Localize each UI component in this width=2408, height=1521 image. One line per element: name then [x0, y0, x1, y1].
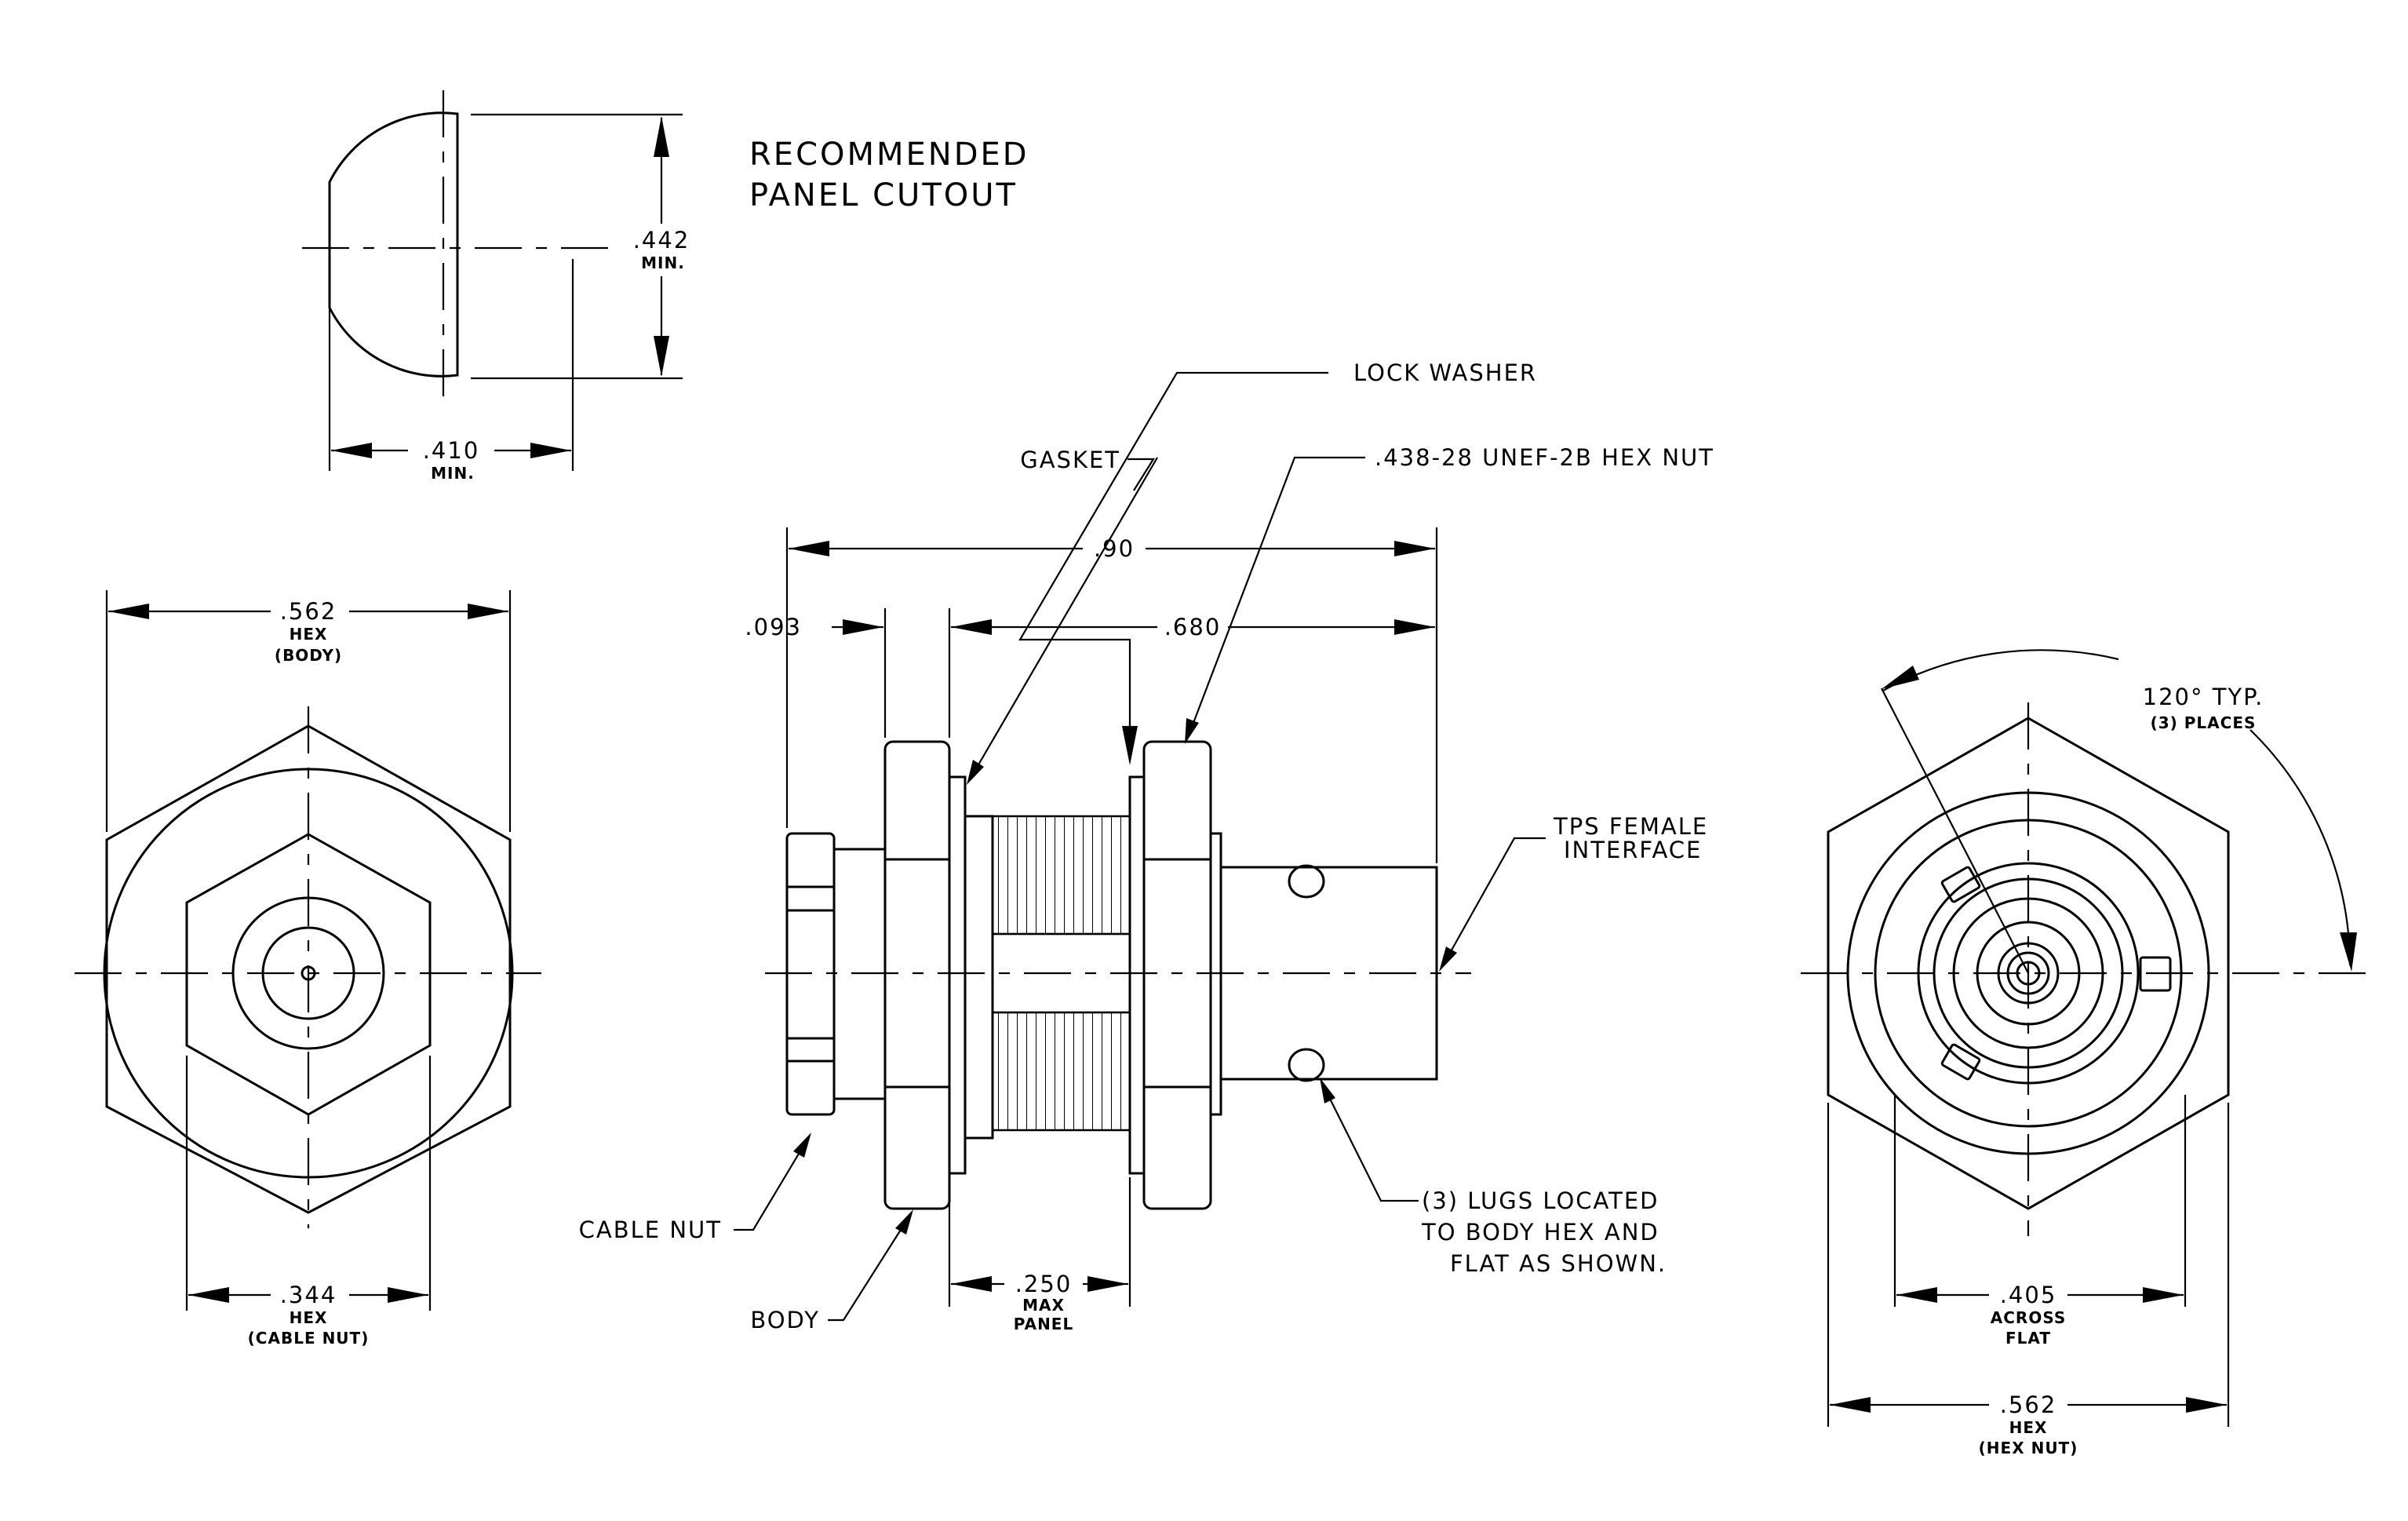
- cutout-height-note: MIN.: [641, 254, 685, 272]
- right-end-view: [1801, 649, 2373, 1427]
- body-hex-value: .562: [280, 598, 337, 625]
- cutout-width-value: .410: [423, 437, 480, 464]
- across-flat-note1: ACROSS: [1991, 1308, 2066, 1327]
- thread-length-value: .680: [1164, 614, 1222, 640]
- label-cable-nut: CABLE NUT: [579, 1216, 722, 1243]
- cutout-width-note: MIN.: [431, 464, 475, 483]
- angle-value: 120° TYP.: [2143, 684, 2264, 710]
- cutout-title-line2: PANEL CUTOUT: [749, 177, 1018, 213]
- cutout-title-line1: RECOMMENDED: [749, 137, 1029, 173]
- label-tps-line2: INTERFACE: [1564, 837, 1702, 863]
- cable-nut-hex-note2: (CABLE NUT): [248, 1329, 370, 1348]
- label-lugs-line3: FLAT AS SHOWN.: [1450, 1250, 1667, 1277]
- overall-length-value: .90: [1094, 535, 1135, 562]
- max-panel-note2: PANEL: [1014, 1315, 1073, 1333]
- panel-cutout-view: [302, 90, 683, 471]
- body-hex-note1: HEX: [290, 625, 328, 644]
- side-view: [734, 371, 1546, 1322]
- label-gasket: GASKET: [1020, 447, 1120, 473]
- across-flat-value: .405: [2000, 1282, 2057, 1308]
- label-body: BODY: [750, 1307, 820, 1333]
- body-hex-note2: (BODY): [275, 646, 342, 665]
- hex-nut-note2: (HEX NUT): [1979, 1439, 2078, 1457]
- angle-note: (3) PLACES: [2151, 713, 2257, 732]
- max-panel-value: .250: [1015, 1271, 1073, 1297]
- hex-nut-note1: HEX: [2009, 1418, 2048, 1437]
- label-lugs-line2: TO BODY HEX AND: [1421, 1219, 1659, 1246]
- hex-nut-value: .562: [2000, 1392, 2057, 1418]
- across-flat-note2: FLAT: [2005, 1329, 2051, 1348]
- label-lugs-line1: (3) LUGS LOCATED: [1422, 1187, 1659, 1214]
- label-lock-washer: LOCK WASHER: [1353, 359, 1537, 386]
- label-tps-line1: TPS FEMALE: [1553, 813, 1708, 840]
- label-hex-nut: .438-28 UNEF-2B HEX NUT: [1375, 444, 1714, 471]
- max-panel-note1: MAX: [1022, 1296, 1065, 1315]
- left-end-view: [75, 590, 541, 1311]
- cable-nut-length-value: .093: [745, 614, 802, 640]
- cable-nut-hex-note1: HEX: [290, 1308, 328, 1327]
- cutout-height-value: .442: [633, 227, 690, 254]
- cable-nut-hex-value: .344: [280, 1282, 337, 1308]
